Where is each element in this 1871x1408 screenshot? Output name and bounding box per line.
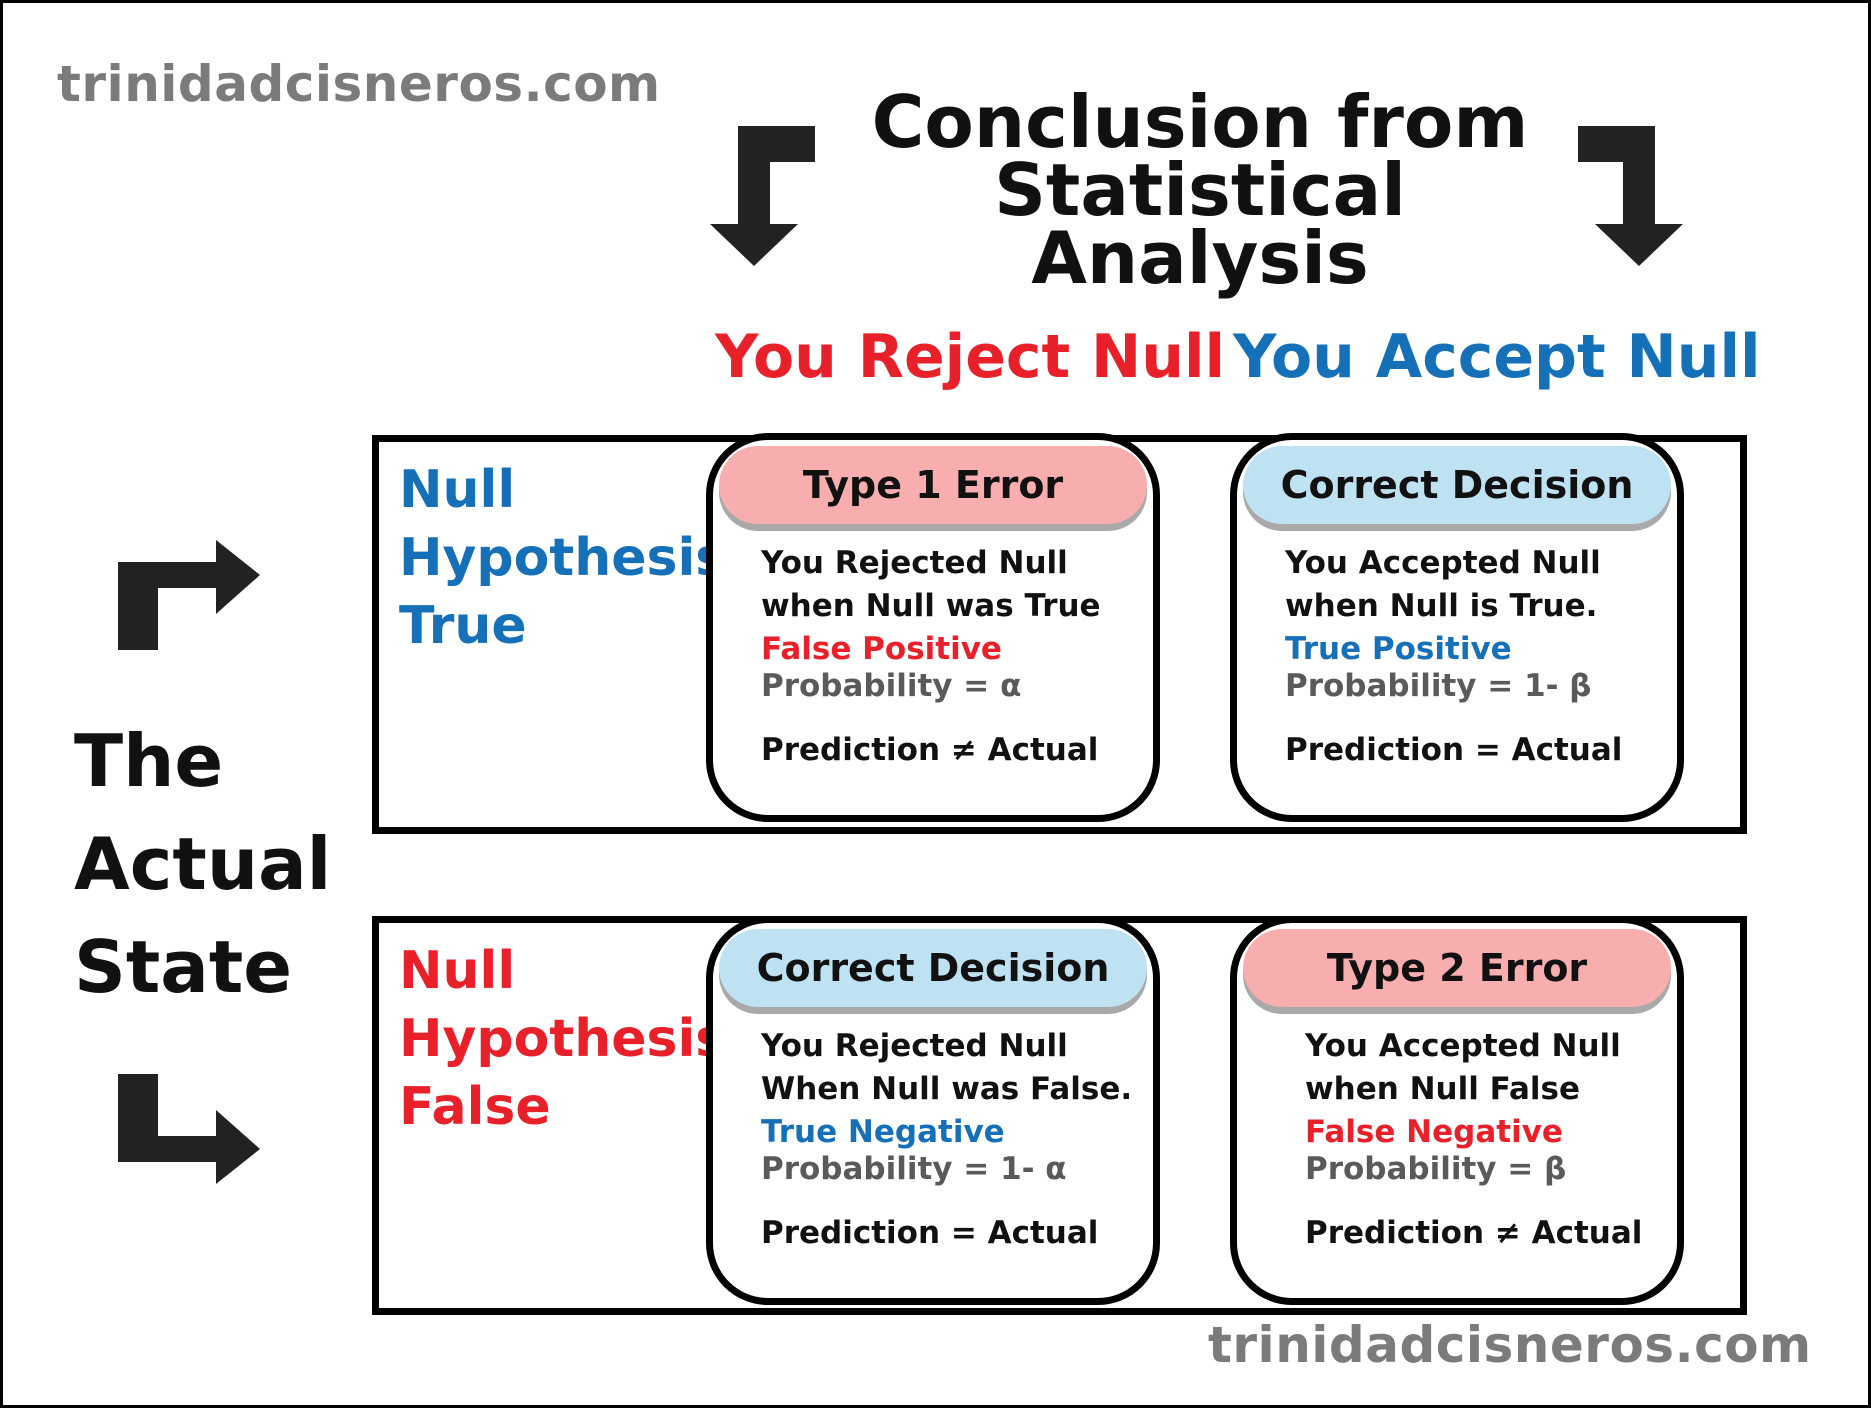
row-label-null-false: Null Hypothesis False (399, 937, 726, 1141)
cell-probability: Probability = 1- α (761, 1151, 1067, 1187)
actual-state-line-3: State (74, 925, 293, 1009)
cell-header: Type 2 Error (1243, 929, 1671, 1007)
cell-prediction: Prediction = Actual (761, 1215, 1099, 1251)
arrow-down-left-icon (710, 126, 815, 266)
cell-outcome: False Positive (761, 631, 1002, 667)
row-label-line: Hypothesis (399, 528, 727, 588)
cell-correct-decision-accept: Correct Decision You Accepted Null when … (1230, 433, 1684, 822)
cell-prediction: Prediction = Actual (1285, 732, 1623, 768)
cell-line: You Rejected Null (761, 545, 1068, 581)
arrow-right-up-icon (118, 540, 260, 650)
cell-header: Correct Decision (719, 929, 1147, 1007)
actual-state-line-2: Actual (74, 822, 332, 906)
title-line-1: Conclusion from (871, 80, 1529, 164)
watermark-top: trinidadcisneros.com (57, 55, 661, 113)
column-header-accept: You Accept Null (1233, 322, 1761, 392)
cell-prediction: Prediction ≠ Actual (761, 732, 1099, 768)
cell-body: You Accepted Null when Null is True. Tru… (1285, 542, 1667, 671)
arrow-right-down-icon (118, 1074, 260, 1184)
arrow-down-right-icon (1578, 126, 1683, 266)
actual-state-line-1: The (74, 719, 224, 803)
cell-body: You Accepted Null when Null False False … (1305, 1025, 1667, 1154)
cell-type1-error: Type 1 Error You Rejected Null when Null… (706, 433, 1160, 822)
watermark-bottom: trinidadcisneros.com (1208, 1316, 1812, 1374)
cell-outcome: False Negative (1305, 1114, 1563, 1150)
cell-probability: Probability = 1- β (1285, 668, 1592, 704)
row-label-null-true: Null Hypothesis True (399, 456, 726, 660)
cell-body: You Rejected Null when Null was True Fal… (761, 542, 1143, 671)
cell-outcome: True Positive (1285, 631, 1512, 667)
cell-line: when Null was True (761, 588, 1101, 624)
cell-header: Correct Decision (1243, 446, 1671, 524)
row-label-line: False (399, 1077, 551, 1137)
cell-line: You Rejected Null (761, 1028, 1068, 1064)
cell-type2-error: Type 2 Error You Accepted Null when Null… (1230, 916, 1684, 1305)
cell-body: You Rejected Null When Null was False. T… (761, 1025, 1143, 1154)
cell-line: You Accepted Null (1305, 1028, 1621, 1064)
cell-probability: Probability = α (761, 668, 1022, 704)
row-label-line: Null (399, 941, 516, 1001)
actual-state-label: The Actual State (74, 710, 331, 1019)
row-label-line: True (399, 596, 527, 656)
cell-correct-decision-reject: Correct Decision You Rejected Null When … (706, 916, 1160, 1305)
cell-line: when Null False (1305, 1071, 1581, 1107)
cell-outcome: True Negative (761, 1114, 1005, 1150)
diagram-title: Conclusion from Statistical Analysis (840, 80, 1560, 300)
cell-line: when Null is True. (1285, 588, 1598, 624)
cell-header: Type 1 Error (719, 446, 1147, 524)
cell-line: You Accepted Null (1285, 545, 1601, 581)
column-header-reject: You Reject Null (715, 322, 1226, 392)
row-label-line: Null (399, 460, 516, 520)
cell-probability: Probability = β (1305, 1151, 1567, 1187)
cell-prediction: Prediction ≠ Actual (1305, 1215, 1643, 1251)
cell-line: When Null was False. (761, 1071, 1133, 1107)
row-label-line: Hypothesis (399, 1009, 727, 1069)
title-line-2: Statistical Analysis (994, 148, 1406, 300)
